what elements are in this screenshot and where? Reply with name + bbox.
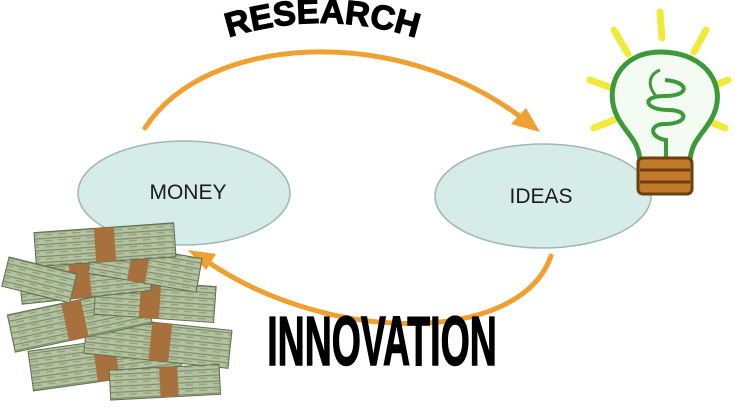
cash-stack-icon bbox=[1, 222, 233, 401]
innovation-arrow bbox=[205, 253, 554, 326]
ideas-node bbox=[434, 143, 652, 249]
ideas-label: IDEAS bbox=[509, 185, 572, 208]
light-bulb-icon bbox=[586, 8, 732, 196]
research-arrowhead bbox=[511, 108, 540, 132]
innovation-label: INNOVATION bbox=[267, 301, 496, 379]
innovation-label-group: INNOVATION bbox=[267, 301, 498, 381]
money-node bbox=[77, 140, 291, 246]
money-label: MONEY bbox=[149, 181, 226, 204]
research-label: RESEARCH bbox=[221, 0, 425, 45]
research-arrow bbox=[142, 49, 525, 131]
